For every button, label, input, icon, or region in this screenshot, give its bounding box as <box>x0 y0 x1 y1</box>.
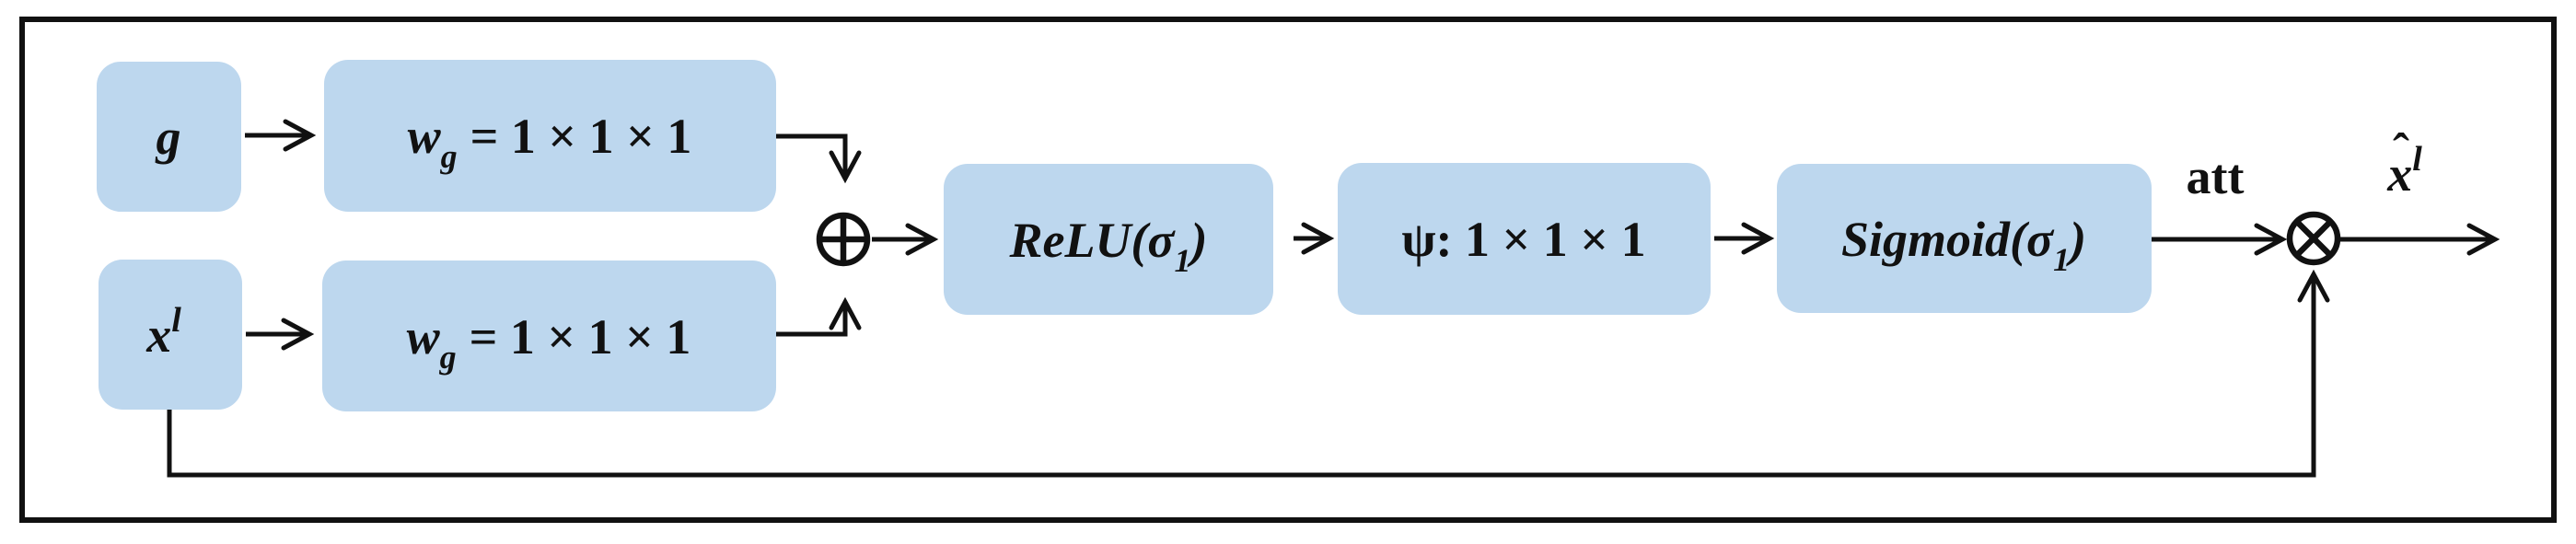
product-node-diag2 <box>2294 219 2333 258</box>
wg-conv-top-label: wg= 1 × 1 × 1 <box>408 109 692 175</box>
arrow-xl-skip-to-product <box>167 269 2330 478</box>
gating-signal-label: g <box>156 110 181 165</box>
wg-conv-top-box <box>324 60 776 212</box>
output-label: ˆ xl <box>2386 123 2422 202</box>
sigmoid-label: Sigmoid(σ1) <box>1841 212 2086 278</box>
attention-coefficient-label: att <box>2187 149 2245 204</box>
psi-conv-box <box>1338 163 1711 315</box>
wg-conv-bottom-box <box>322 260 776 411</box>
arrow-wg-bottom-to-sum <box>776 296 862 337</box>
psi-conv-label: ψ: 1 × 1 × 1 <box>1401 212 1645 267</box>
output-hat-accent: ˆ <box>2393 123 2409 179</box>
product-node-icon <box>2286 211 2341 266</box>
gating-signal-box <box>97 62 241 212</box>
input-feature-box <box>99 260 242 410</box>
input-feature-label: xl <box>145 301 181 363</box>
output-symbol: xl <box>2386 140 2422 202</box>
diagram-frame <box>19 17 2557 523</box>
sum-node-icon <box>816 212 871 267</box>
product-node-circle <box>2286 211 2341 266</box>
relu-box <box>944 164 1273 315</box>
wg-conv-bottom-label: wg= 1 × 1 × 1 <box>407 309 691 376</box>
sigmoid-box <box>1777 164 2152 313</box>
arrow-wg-top-to-sum <box>776 133 862 184</box>
relu-label: ReLU(σ1) <box>1008 213 1207 279</box>
